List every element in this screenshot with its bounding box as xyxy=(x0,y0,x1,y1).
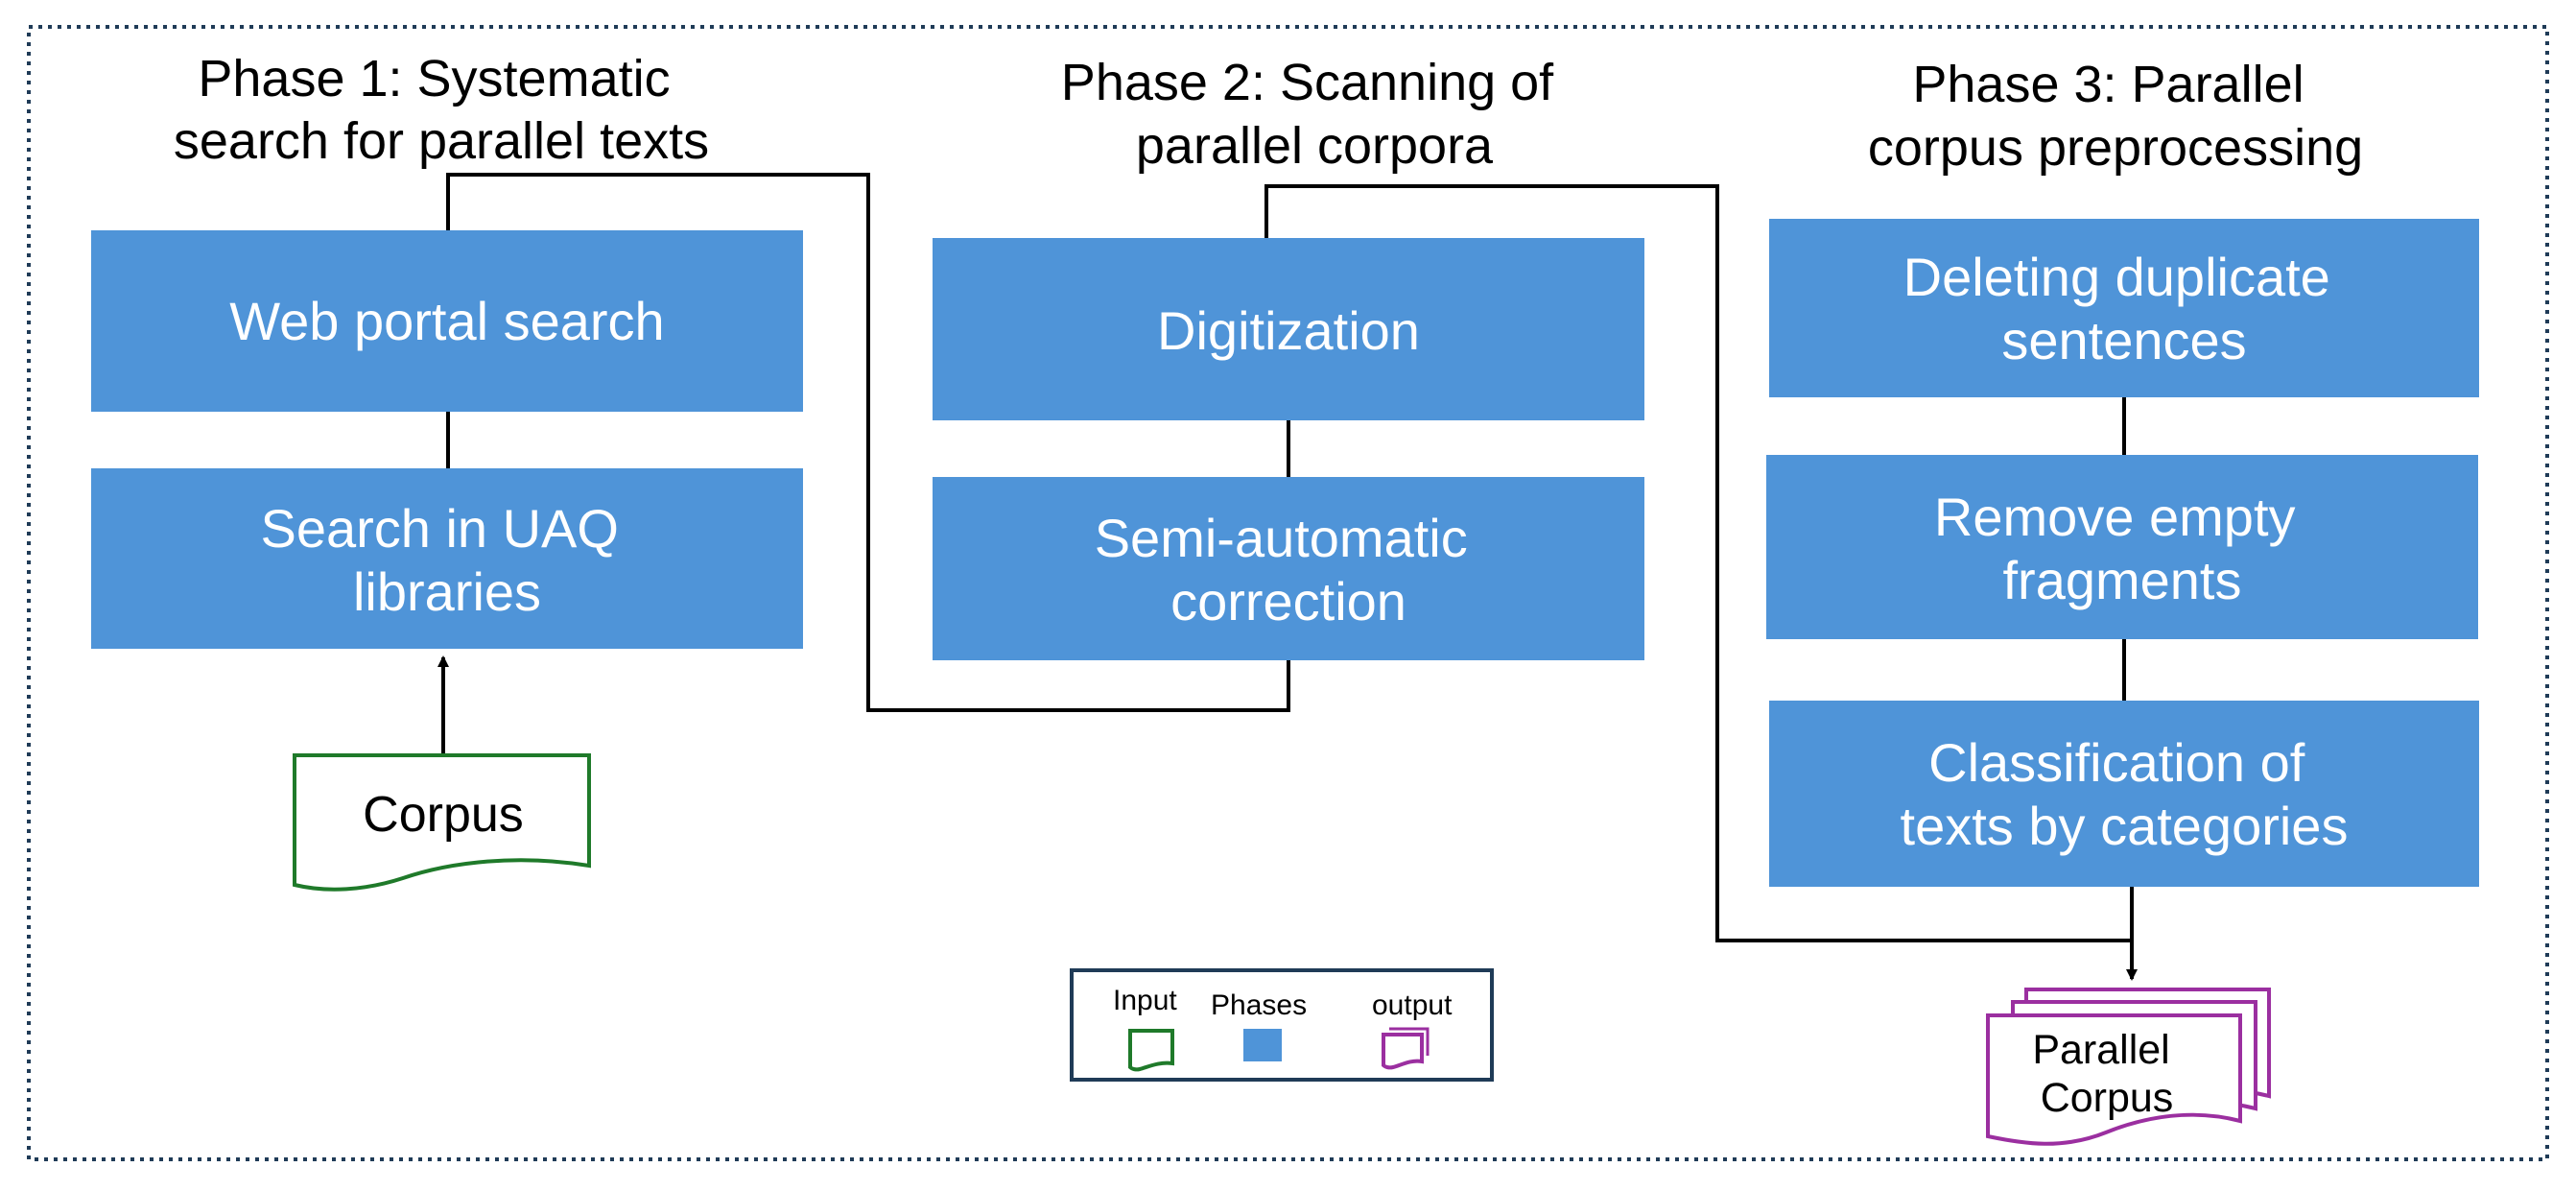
legend-input-swatch xyxy=(1128,1029,1174,1072)
phase-2-step-digitization: Digitization xyxy=(933,238,1644,420)
outer-frame xyxy=(27,25,2549,1161)
legend-phases-label: Phases xyxy=(1211,989,1307,1021)
svg-text:Corpus: Corpus xyxy=(363,787,524,843)
phase-3-title: Phase 3: Parallel corpus preprocessing xyxy=(1868,56,2363,177)
corpus-input-document: Corpus xyxy=(293,753,591,892)
phase-2-step-semi-automatic-correction: Semi-automatic correction xyxy=(933,477,1644,660)
parallel-corpus-output-document: Parallel Corpus xyxy=(1986,988,2271,1146)
svg-text:Parallel Corpus: Parallel Corpus xyxy=(2032,1027,2181,1121)
svg-text:Semi-automatic correctio: Semi-automatic correction xyxy=(1095,508,1483,631)
svg-text:Remove empty fragments: Remove empty fragments xyxy=(1934,487,2310,610)
phase-3-step-deleting-duplicate-sentences: Deleting duplicate sentences xyxy=(1769,219,2479,397)
svg-text:Classification of texts: Classification of texts by categories xyxy=(1901,732,2349,856)
legend-output-label: output xyxy=(1372,989,1453,1021)
phase-2-title: Phase 2: Scanning of parallel corpora xyxy=(1061,54,1568,175)
phase-1-title: Phase 1: Systematic search for parallel … xyxy=(174,50,709,170)
legend-output-swatch xyxy=(1382,1033,1424,1070)
phase-3-step-classification-of-texts: Classification of texts by categories xyxy=(1769,701,2479,887)
phase-1-step-search-uaq-libraries: Search in UAQ libraries xyxy=(91,468,803,649)
legend-phases-swatch xyxy=(1243,1029,1282,1061)
svg-text:Deleting duplicate sente: Deleting duplicate sentences xyxy=(1903,247,2346,370)
connectors xyxy=(437,173,2138,981)
phase-3-step-remove-empty-fragments: Remove empty fragments xyxy=(1766,455,2478,639)
svg-text:Search in UAQ libraries: Search in UAQ libraries xyxy=(260,498,633,622)
svg-text:Web portal search: Web portal search xyxy=(229,291,664,351)
legend: Input Phases output xyxy=(1070,968,1494,1082)
phase-1-step-web-portal-search: Web portal search xyxy=(91,230,803,412)
svg-text:Digitization: Digitization xyxy=(1157,300,1420,361)
legend-input-label: Input xyxy=(1113,985,1177,1016)
